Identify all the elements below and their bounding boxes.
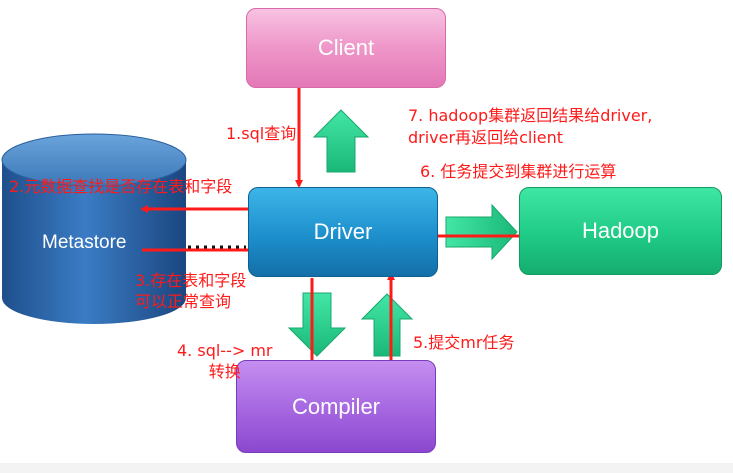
hadoop-box: Hadoop xyxy=(519,187,722,275)
compiler-box: Compiler xyxy=(236,360,436,453)
step4-line2: 转换 xyxy=(208,362,241,381)
step3-line1: 3.存在表和字段 xyxy=(135,271,247,290)
step4-label: 4. sql--> mr 转换 xyxy=(177,340,273,382)
up-arrow-driver-to-client xyxy=(312,109,370,173)
step6-label: 6. 任务提交到集群进行运算 xyxy=(420,162,617,181)
driver-box: Driver xyxy=(248,187,438,277)
step2-label: 2.元数据查找是否存在表和字段 xyxy=(9,177,233,196)
step3-line2: 可以正常查询 xyxy=(135,292,232,311)
step7-line2: driver再返回给client xyxy=(408,128,564,147)
down-arrow-driver-to-compiler xyxy=(287,292,347,357)
step5-label: 5.提交mr任务 xyxy=(413,333,515,352)
metastore-label: Metastore xyxy=(42,232,127,253)
hadoop-label: Hadoop xyxy=(581,218,660,243)
bottom-strip xyxy=(0,463,733,473)
up-arrow-compiler-to-driver xyxy=(360,293,414,357)
driver-label: Driver xyxy=(313,219,373,244)
compiler-label: Compiler xyxy=(291,393,381,419)
metastore-cylinder xyxy=(1,133,187,324)
client-box: Client xyxy=(246,8,446,88)
step7-line1: 7. hadoop集群返回结果给driver, xyxy=(408,106,653,125)
step3-label: 3.存在表和字段 可以正常查询 xyxy=(135,270,246,312)
right-arrow-driver-to-hadoop xyxy=(445,203,518,261)
client-label: Client xyxy=(317,35,375,60)
step4-line1: 4. sql--> mr xyxy=(177,341,273,360)
step7-label: 7. hadoop集群返回结果给driver, driver再返回给client xyxy=(408,105,652,149)
step1-label: 1.sql查询 xyxy=(226,124,297,143)
